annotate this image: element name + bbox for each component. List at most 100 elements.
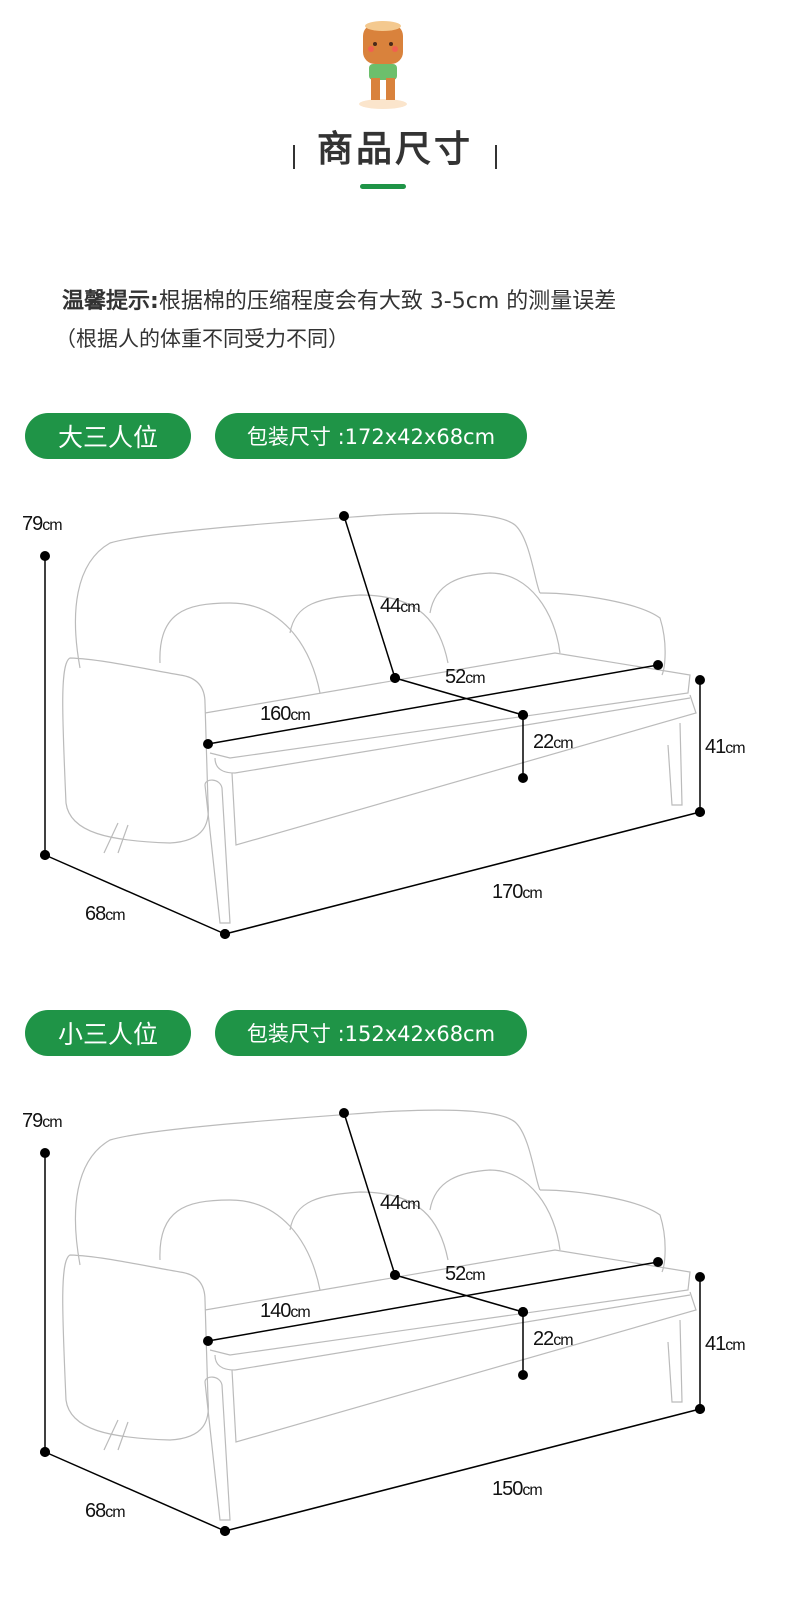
dim-value: 79 xyxy=(22,1110,43,1132)
dim-unit: cm xyxy=(553,1332,573,1349)
sofa-outline xyxy=(289,594,449,664)
sofa-dimension-drawing xyxy=(40,511,705,939)
section-name-pill: 大三人位 xyxy=(25,413,191,459)
dimension-endpoint xyxy=(653,1257,663,1267)
dim-unit: cm xyxy=(465,670,485,687)
dim-value: 44 xyxy=(380,1192,401,1214)
tip-note: （根据人的体重不同受力不同） xyxy=(55,327,349,351)
dim-label-back: 44cm xyxy=(380,1192,421,1215)
dim-value: 22 xyxy=(533,731,554,753)
dim-label-seat_thick: 22cm xyxy=(533,1328,574,1351)
dimension-endpoint xyxy=(220,1526,230,1536)
dimension-endpoint xyxy=(518,773,528,783)
dim-label-back: 44cm xyxy=(380,595,421,618)
depth-line xyxy=(44,854,226,935)
sofa-outline xyxy=(204,652,691,759)
back-line xyxy=(343,1112,396,1276)
dim-value: 68 xyxy=(85,903,106,925)
dim-unit: cm xyxy=(522,1482,542,1499)
sofa-outline xyxy=(539,592,666,676)
dimension-endpoint xyxy=(339,1108,349,1118)
dim-unit: cm xyxy=(105,907,125,924)
sofa-outline xyxy=(159,1199,321,1291)
dim-unit: cm xyxy=(105,1504,125,1521)
dim-value: 160 xyxy=(260,703,291,725)
dimension-endpoint xyxy=(40,551,50,561)
dim-label-seat_width: 140cm xyxy=(260,1300,311,1323)
sofa-outline xyxy=(231,694,697,846)
sofa-outline xyxy=(103,1319,683,1521)
section-name-pill: 小三人位 xyxy=(25,1010,191,1056)
dimension-endpoint xyxy=(339,511,349,521)
tip-text: 温馨提示:根据棉的压缩程度会有大致 3-5cm 的测量误差 xyxy=(62,283,616,315)
sofa-outline xyxy=(74,512,541,669)
package-size-pill: 包装尺寸 :172x42x68cm xyxy=(215,413,527,459)
dim-value: 150 xyxy=(492,1478,523,1500)
seat-width-line xyxy=(207,664,659,745)
dim-value: 22 xyxy=(533,1328,554,1350)
dim-unit: cm xyxy=(290,707,310,724)
dim-value: 68 xyxy=(85,1500,106,1522)
tip-body: 根据棉的压缩程度会有大致 3-5cm 的测量误差 xyxy=(158,289,617,314)
dim-value: 170 xyxy=(492,881,523,903)
dimension-endpoint xyxy=(220,929,230,939)
dim-label-seat_width: 160cm xyxy=(260,703,311,726)
dim-label-width: 150cm xyxy=(492,1478,543,1501)
dim-label-height: 79cm xyxy=(22,513,63,536)
sofa-outline xyxy=(539,1189,666,1273)
sofa-outline xyxy=(103,722,683,924)
title-underline xyxy=(360,184,406,189)
dim-value: 52 xyxy=(445,666,466,688)
sofa-outline xyxy=(231,1291,697,1443)
dimension-endpoint xyxy=(40,850,50,860)
dim-unit: cm xyxy=(290,1304,310,1321)
title-divider-right xyxy=(495,144,497,169)
dimension-endpoint xyxy=(653,660,663,670)
section-title: 商品尺寸 xyxy=(0,120,790,172)
dim-value: 52 xyxy=(445,1263,466,1285)
back-line xyxy=(343,515,396,679)
dimension-endpoint xyxy=(203,1336,213,1346)
sofa-outline xyxy=(159,602,321,694)
dimension-endpoint xyxy=(695,807,705,817)
dimension-endpoint xyxy=(390,1270,400,1280)
sofa-dimension-drawing xyxy=(40,1108,705,1536)
dim-label-height: 79cm xyxy=(22,1110,63,1133)
dimension-endpoint xyxy=(40,1447,50,1457)
width-line xyxy=(224,1408,701,1532)
dimension-endpoint xyxy=(695,1272,705,1282)
width-line xyxy=(224,811,701,935)
dim-value: 140 xyxy=(260,1300,291,1322)
dim-value: 79 xyxy=(22,513,43,535)
package-size-pill: 包装尺寸 :152x42x68cm xyxy=(215,1010,527,1056)
seat-depth-line xyxy=(394,1274,524,1313)
dimension-endpoint xyxy=(695,675,705,685)
dim-unit: cm xyxy=(400,599,420,616)
sofa-outline xyxy=(74,1109,541,1266)
dim-label-seat_height: 41cm xyxy=(705,736,746,759)
sofa-outline xyxy=(214,697,691,774)
title-divider-left xyxy=(292,144,295,169)
seat-width-line xyxy=(207,1261,659,1342)
dim-unit: cm xyxy=(42,517,62,534)
dim-value: 41 xyxy=(705,1333,726,1355)
dim-label-depth_seat: 52cm xyxy=(445,666,486,689)
dim-unit: cm xyxy=(725,1337,745,1354)
dimension-endpoint xyxy=(518,1370,528,1380)
sofa-outline xyxy=(214,1294,691,1371)
depth-line xyxy=(44,1451,226,1532)
dim-unit: cm xyxy=(465,1267,485,1284)
tip-label: 温馨提示: xyxy=(62,289,159,314)
dim-label-depth: 68cm xyxy=(85,903,126,926)
tree-stump-mascot-icon xyxy=(359,21,407,109)
dim-unit: cm xyxy=(42,1114,62,1131)
dim-unit: cm xyxy=(553,735,573,752)
dimension-endpoint xyxy=(518,710,528,720)
sofa-outline xyxy=(289,1191,449,1261)
sofa-outline xyxy=(204,1249,691,1356)
dim-unit: cm xyxy=(400,1196,420,1213)
sofa-outline xyxy=(429,1169,561,1251)
dimension-endpoint xyxy=(40,1148,50,1158)
